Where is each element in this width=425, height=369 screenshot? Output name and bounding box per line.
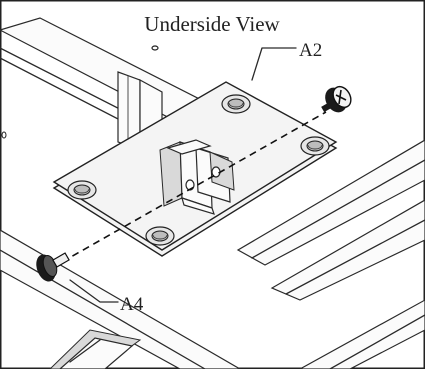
frame-hole (1, 131, 7, 139)
callout-a4: A4 (120, 294, 144, 315)
right-rail (236, 139, 425, 266)
plate-hole (300, 136, 330, 156)
leader-a4 (69, 279, 119, 303)
diagram-title: Underside View (144, 12, 280, 36)
leader-a2 (251, 47, 297, 81)
callout-a2: A2 (299, 40, 322, 61)
plate-hole (67, 180, 97, 200)
bracket (159, 139, 235, 215)
bolt-axis-line (61, 111, 327, 263)
bolt-a4 (36, 252, 70, 282)
frame-hole (151, 45, 159, 51)
bolt-upper (321, 85, 352, 113)
plate-hole (221, 94, 251, 114)
plate-hole (145, 226, 175, 246)
